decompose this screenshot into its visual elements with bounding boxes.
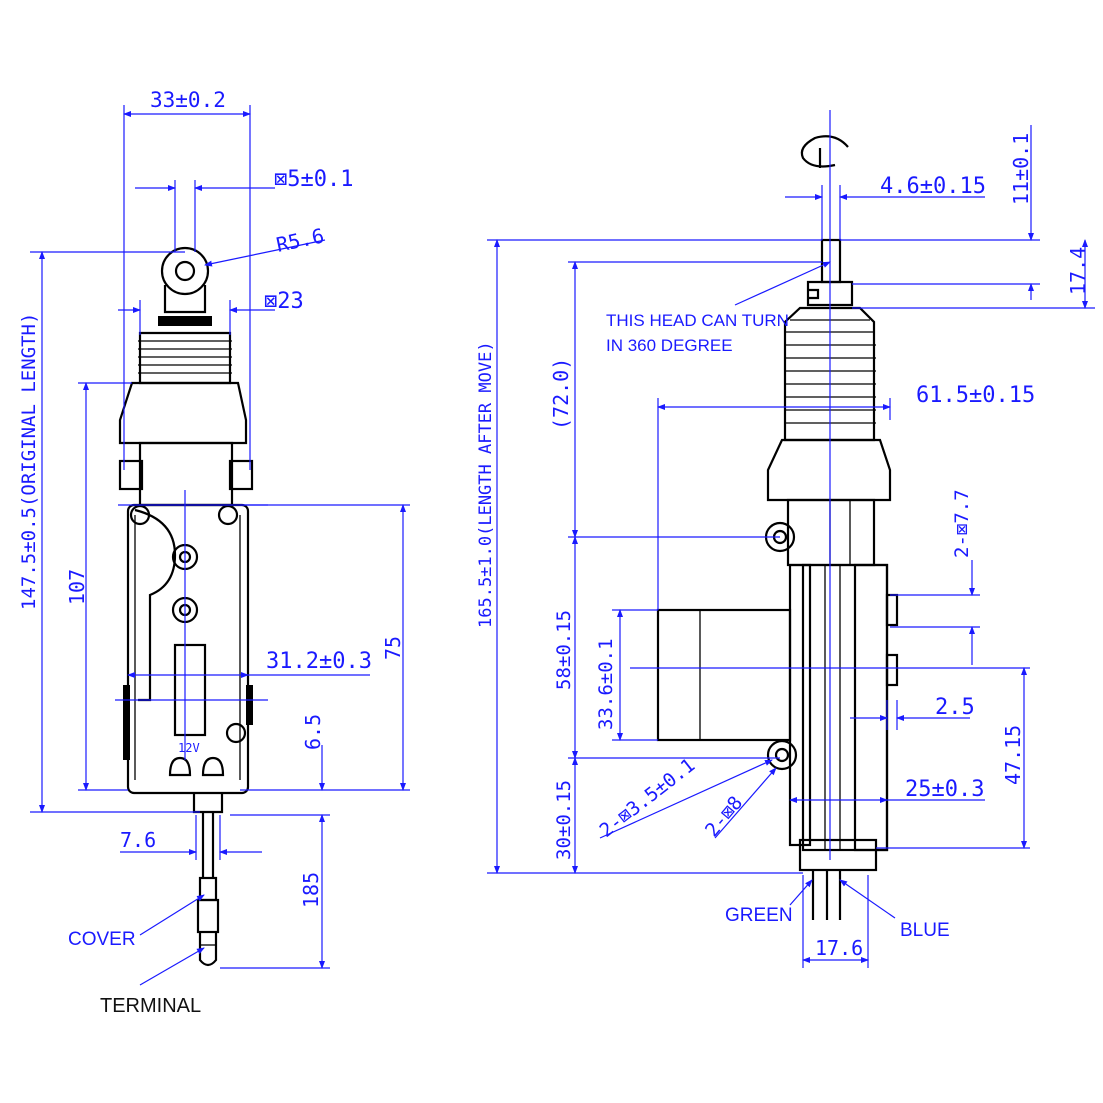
dim-wire-7-6: 7.6 — [120, 828, 156, 852]
dim-slot-5: ⊠5±0.1 — [274, 167, 353, 192]
dim-mount-75: 75 — [381, 636, 405, 660]
wire-blue-label: BLUE — [900, 920, 950, 941]
turn-note-line2: IN 360 DEGREE — [606, 336, 733, 355]
dim-hole-7-7: 2-⊠7.7 — [951, 489, 973, 558]
dim-head-11: 11±0.1 — [1009, 133, 1033, 205]
dim-wire-185: 185 — [299, 872, 323, 908]
terminal-label: TERMINAL — [100, 995, 201, 1017]
dim-radius: R5.6 — [274, 223, 326, 256]
wire-green-label: GREEN — [725, 905, 793, 926]
dim-offset-2-5: 2.5 — [935, 695, 975, 720]
dim-base-25: 25±0.3 — [905, 777, 984, 802]
dim-motor-61-5: 61.5±0.15 — [916, 383, 1035, 408]
dim-height-47: 47.15 — [1001, 725, 1025, 785]
dim-inner-width: 31.2±0.3 — [266, 649, 372, 674]
left-dimension-lines — [30, 105, 410, 986]
right-actuator-outline — [656, 135, 899, 920]
dim-width-33: 33±0.2 — [150, 88, 226, 112]
dim-hole-8: 2-⊠8 — [701, 792, 747, 841]
dim-motor-33-6: 33.6±0.1 — [595, 638, 617, 730]
cover-label: COVER — [68, 929, 136, 950]
dim-offset-6-5: 6.5 — [301, 714, 325, 750]
dim-boot-23: ⊠23 — [264, 289, 304, 314]
dim-hole-3-5: 2-⊠3.5±0.1 — [596, 754, 700, 842]
right-dimension-lines — [487, 110, 1095, 968]
dim-wire-17-6: 17.6 — [815, 936, 863, 960]
dim-base-30: 30±0.15 — [553, 780, 575, 860]
left-actuator-outline — [118, 246, 254, 967]
dim-rod-4-6: 4.6±0.15 — [880, 174, 986, 199]
dim-head-17-4: 17.4 — [1066, 247, 1090, 295]
dim-stroke-72: (72.0) — [549, 358, 573, 430]
dim-original-length: 147.5±0.5(ORIGINAL LENGTH) — [18, 313, 40, 610]
turn-note-line1: THIS HEAD CAN TURN — [606, 311, 789, 330]
dim-pitch-58: 58±0.15 — [553, 610, 575, 690]
dim-length-after-move: 165.5±1.0(LENGTH AFTER MOVE) — [476, 341, 496, 628]
dim-body-107: 107 — [65, 569, 89, 605]
voltage-mark: 12V — [178, 741, 200, 755]
